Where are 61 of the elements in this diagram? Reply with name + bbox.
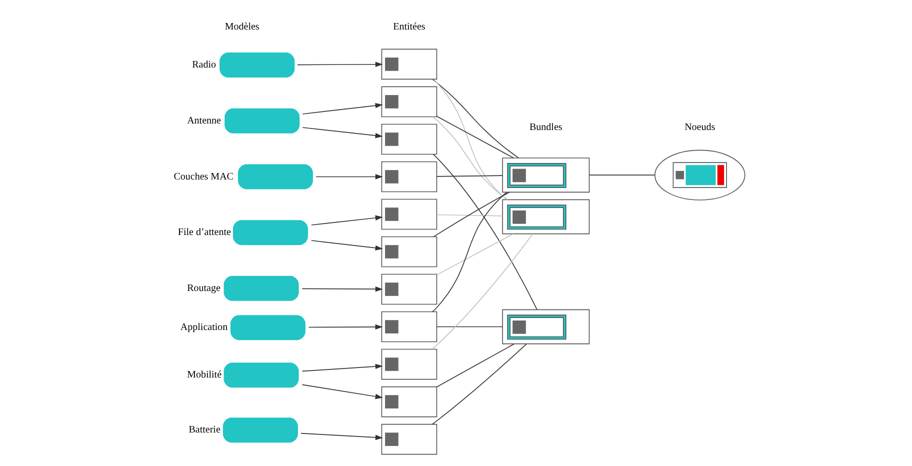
node-label: Batterie <box>188 424 220 436</box>
arrow <box>315 174 382 180</box>
node-box <box>232 220 308 246</box>
node-box <box>380 386 437 418</box>
node-box <box>380 198 437 230</box>
label: Entitées <box>392 21 425 32</box>
connector <box>432 192 507 312</box>
node-box <box>222 418 298 443</box>
node-label: Antenne <box>186 115 220 126</box>
connector <box>436 344 514 388</box>
arrow <box>300 432 382 440</box>
node-box <box>380 424 437 455</box>
connector <box>431 344 526 425</box>
node-box <box>502 158 590 193</box>
arrow <box>296 62 382 68</box>
node-box <box>502 199 590 234</box>
connector <box>588 174 655 176</box>
node-box <box>380 161 437 192</box>
connector <box>432 79 507 200</box>
node-box <box>502 309 590 344</box>
node-label: Radio <box>192 60 216 71</box>
connector <box>431 233 533 350</box>
node-label: Mobilité <box>186 370 222 381</box>
connector <box>432 192 510 238</box>
connector <box>436 214 502 216</box>
node-label: Application <box>180 322 228 334</box>
node-box <box>380 124 437 155</box>
arrow <box>302 127 382 138</box>
connector <box>432 116 508 200</box>
arrow <box>308 324 382 330</box>
arrow <box>301 384 382 400</box>
connector <box>432 78 518 158</box>
node-box <box>219 52 294 78</box>
label: Noeuds <box>684 122 715 134</box>
node-box <box>380 86 437 118</box>
node-box <box>380 274 437 305</box>
node-label: Couches MAC <box>173 171 233 182</box>
arrow <box>301 364 382 372</box>
connector <box>436 175 502 177</box>
node-box <box>237 164 312 190</box>
connector <box>432 154 537 310</box>
node-box <box>223 276 298 301</box>
node-box <box>380 48 437 80</box>
connector <box>436 116 514 158</box>
connector <box>436 233 514 276</box>
node-label: Routage <box>186 283 220 294</box>
arrow <box>310 240 382 251</box>
connector <box>436 326 502 328</box>
label: Modèles <box>224 21 259 32</box>
node-box <box>380 311 437 342</box>
node-ellipse <box>654 150 745 200</box>
arrow <box>310 215 382 226</box>
node-box <box>223 362 298 388</box>
node-label: File d’attente <box>177 227 230 238</box>
node-box <box>230 315 305 340</box>
node-box <box>380 236 437 268</box>
node-box <box>380 348 437 380</box>
node-box <box>224 108 300 134</box>
arrow <box>302 102 382 114</box>
arrow <box>301 286 382 292</box>
label: Bundles <box>529 122 562 134</box>
